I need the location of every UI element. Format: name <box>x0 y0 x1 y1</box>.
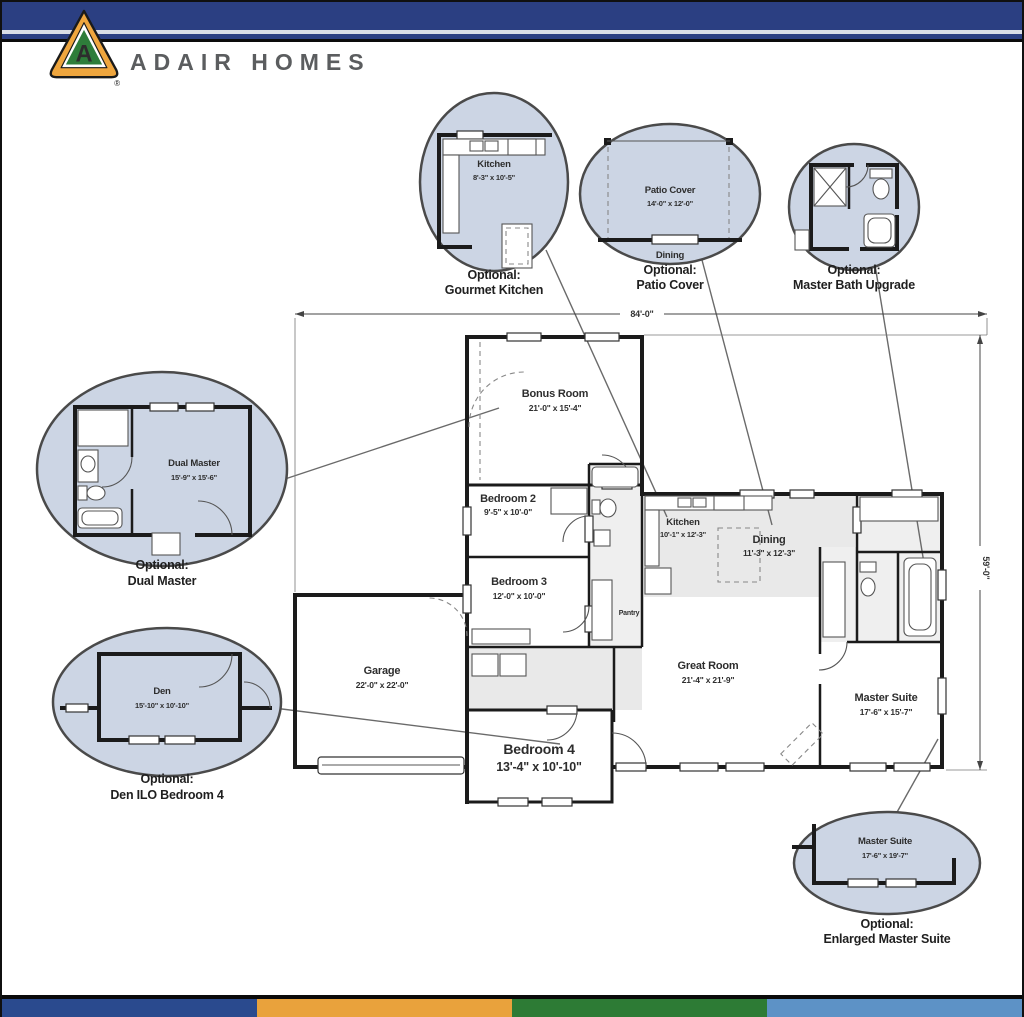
header: A ® ADAIR HOMES <box>2 2 1022 88</box>
main-floor-plan-walls <box>293 335 944 804</box>
room-dims-bedroom-3: 12'-0" x 10'-0" <box>493 591 546 601</box>
dimension-depth: 59'-0" <box>981 556 991 579</box>
room-dims-bedroom-2: 9'-5" x 10'-0" <box>484 507 532 517</box>
room-dims-great-room: 21'-4" x 21'-9" <box>682 675 735 685</box>
option-captions: Optional: Gourmet Kitchen Optional: Pati… <box>110 263 951 946</box>
footer-segment-navy <box>2 999 257 1017</box>
option-caption: Gourmet Kitchen <box>445 283 543 297</box>
option-caption: Dual Master <box>128 574 197 588</box>
option-room-label: Patio Cover <box>645 185 696 196</box>
brand-name: ADAIR HOMES <box>130 49 371 75</box>
room-label-bedroom-3: Bedroom 3 <box>491 576 547 588</box>
option-room-label: Kitchen <box>477 159 511 170</box>
option-caption: Optional: <box>467 268 520 282</box>
fixtures <box>471 466 939 766</box>
option-room-label: Den <box>153 686 171 697</box>
leader-lines <box>273 249 939 815</box>
option-bubble-den: Den 15'-10" x 10'-10" <box>51 626 283 778</box>
room-dims-dining: 11'-3" x 12'-3" <box>743 548 795 558</box>
room-label-pantry: Pantry <box>619 610 640 617</box>
room-label-dining: Dining <box>752 534 785 546</box>
option-caption: Master Bath Upgrade <box>793 278 915 292</box>
option-room-dims: 14'-0" x 12'-0" <box>647 199 694 208</box>
option-bubble-patio-cover: Patio Cover 14'-0" x 12'-0" Dining <box>578 122 762 266</box>
room-label-bedroom-2: Bedroom 2 <box>480 493 536 505</box>
option-bubble-master-bath-upgrade <box>787 142 921 272</box>
logo-letter: A <box>76 41 93 67</box>
option-caption: Patio Cover <box>636 278 704 292</box>
option-room-dims: 15'-10" x 10'-10" <box>135 701 190 710</box>
dimension-width: 84'-0" <box>630 309 653 319</box>
option-room-dims: 17'-6" x 19'-7" <box>862 851 909 860</box>
dimension-lines: 84'-0" 59'-0" <box>294 308 991 771</box>
room-dims-bonus-room: 21'-0" x 15'-4" <box>529 403 582 413</box>
header-navy-bar-thin <box>2 34 1022 39</box>
option-bubble-gourmet-kitchen: Kitchen 8'-3" x 10'-5" <box>418 91 570 273</box>
option-caption: Den ILO Bedroom 4 <box>110 788 224 802</box>
room-dims-bedroom-4: 13'-4" x 10'-10" <box>496 760 582 774</box>
footer-black-rule <box>2 995 1022 999</box>
option-caption: Enlarged Master Suite <box>823 932 950 946</box>
registered-mark: ® <box>114 79 120 88</box>
room-dims-master-suite: 17'-6" x 15'-7" <box>860 707 913 717</box>
header-stripe <box>2 30 1022 34</box>
footer-segment-orange <box>257 999 512 1017</box>
header-navy-bar <box>2 2 1022 30</box>
option-bubble-enlarged-master: Master Suite 17'-6" x 19'-7" <box>792 810 982 916</box>
room-dims-kitchen: 10'-1" x 12'-3" <box>660 530 707 539</box>
room-label-garage: Garage <box>364 665 401 677</box>
option-room-label: Master Suite <box>858 836 912 847</box>
option-caption: Optional: <box>860 917 913 931</box>
room-label-great-room: Great Room <box>678 660 739 672</box>
room-label-master-suite: Master Suite <box>854 692 917 704</box>
footer-segment-green <box>512 999 767 1017</box>
option-caption: Optional: <box>140 772 193 786</box>
room-label-bedroom-4: Bedroom 4 <box>503 741 575 757</box>
room-dims-garage: 22'-0" x 22'-0" <box>356 680 409 690</box>
footer-segment-blue <box>767 999 1022 1017</box>
option-caption: Optional: <box>643 263 696 277</box>
option-room-dims: 8'-3" x 10'-5" <box>473 173 516 182</box>
option-caption: Optional: <box>827 263 880 277</box>
option-room-dims: 15'-9" x 15'-6" <box>171 473 218 482</box>
room-label-bonus-room: Bonus Room <box>522 388 589 400</box>
room-label-kitchen: Kitchen <box>666 517 700 528</box>
option-caption: Optional: <box>135 558 188 572</box>
adair-logo-icon: A ® <box>49 9 120 88</box>
room-labels: Bonus Room 21'-0" x 15'-4" Bedroom 2 9'-… <box>356 388 918 774</box>
option-adjacent-room-label: Dining <box>656 250 685 261</box>
header-black-rule <box>2 39 1022 42</box>
option-bubble-dual-master: Dual Master 15'-9" x 15'-6" <box>35 370 289 568</box>
option-room-label: Dual Master <box>168 458 220 469</box>
footer-color-bar <box>2 995 1022 1017</box>
